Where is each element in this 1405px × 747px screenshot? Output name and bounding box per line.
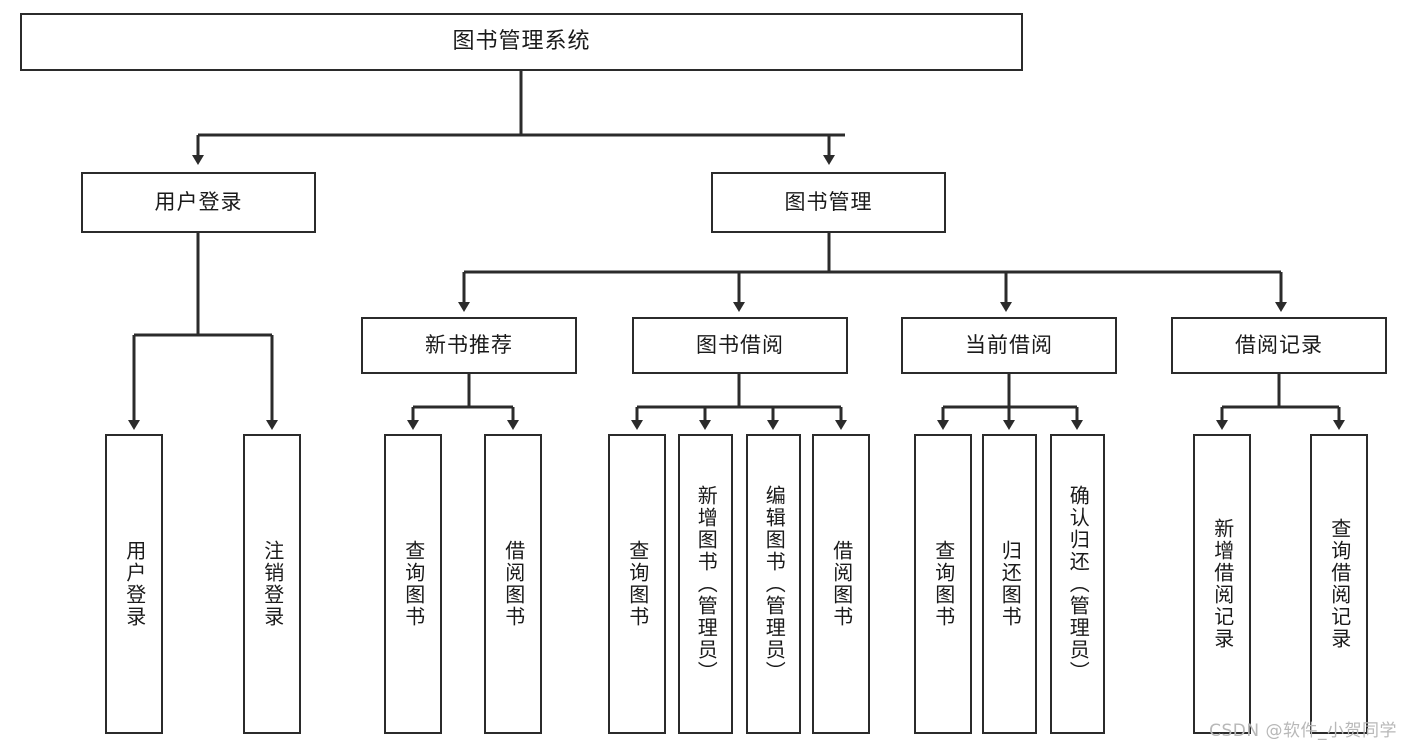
leaf-current-query-book[interactable]: 查询图书 [914,434,972,734]
leaf-record-query-borrow-record[interactable]: 查询借阅记录 [1310,434,1368,734]
leaf-borrow-edit-book-admin[interactable]: 编辑图书（管理员） [746,434,801,734]
leaf-user-login-signout[interactable]: 注销登录 [243,434,301,734]
node-label: 图书管理系统 [452,29,591,54]
node-label: 用户登录 [154,190,243,214]
leaf-recommend-borrow-book[interactable]: 借阅图书 [484,434,542,734]
node-label: 确认归还（管理员） [1066,485,1091,683]
leaf-recommend-query-book[interactable]: 查询图书 [384,434,442,734]
leaf-borrow-borrow-book[interactable]: 借阅图书 [812,434,870,734]
csdn-watermark: CSDN @软件_小贺同学 [1209,721,1397,741]
node-new-book-recommend[interactable]: 新书推荐 [361,317,577,374]
node-book-borrow[interactable]: 图书借阅 [632,317,848,374]
leaf-borrow-add-book-admin[interactable]: 新增图书（管理员） [678,434,733,734]
leaf-borrow-query-book[interactable]: 查询图书 [608,434,666,734]
node-label: 新增借阅记录 [1210,518,1235,650]
node-label: 查询图书 [401,540,426,628]
node-label: 新增图书（管理员） [694,485,719,683]
node-label: 编辑图书（管理员） [762,485,787,683]
node-label: 当前借阅 [965,333,1053,357]
node-label: 图书借阅 [696,333,784,357]
node-borrow-record[interactable]: 借阅记录 [1171,317,1387,374]
node-label: 新书推荐 [425,333,513,357]
leaf-current-confirm-return-admin[interactable]: 确认归还（管理员） [1050,434,1105,734]
node-label: 查询图书 [931,540,956,628]
leaf-record-add-borrow-record[interactable]: 新增借阅记录 [1193,434,1251,734]
leaf-user-login-signin[interactable]: 用户登录 [105,434,163,734]
node-book-management[interactable]: 图书管理 [711,172,946,233]
node-label: 图书管理 [784,190,873,214]
node-label: 借阅图书 [501,540,526,628]
node-label: 借阅图书 [829,540,854,628]
node-label: 查询借阅记录 [1327,518,1352,650]
leaf-current-return-book[interactable]: 归还图书 [982,434,1037,734]
node-label: 用户登录 [122,540,147,628]
node-label: 借阅记录 [1235,333,1323,357]
node-current-borrow[interactable]: 当前借阅 [901,317,1117,374]
node-user-login[interactable]: 用户登录 [81,172,316,233]
node-label: 注销登录 [260,540,285,628]
node-label: 查询图书 [625,540,650,628]
node-root-book-management-system[interactable]: 图书管理系统 [20,13,1023,71]
node-label: 归还图书 [998,540,1023,628]
